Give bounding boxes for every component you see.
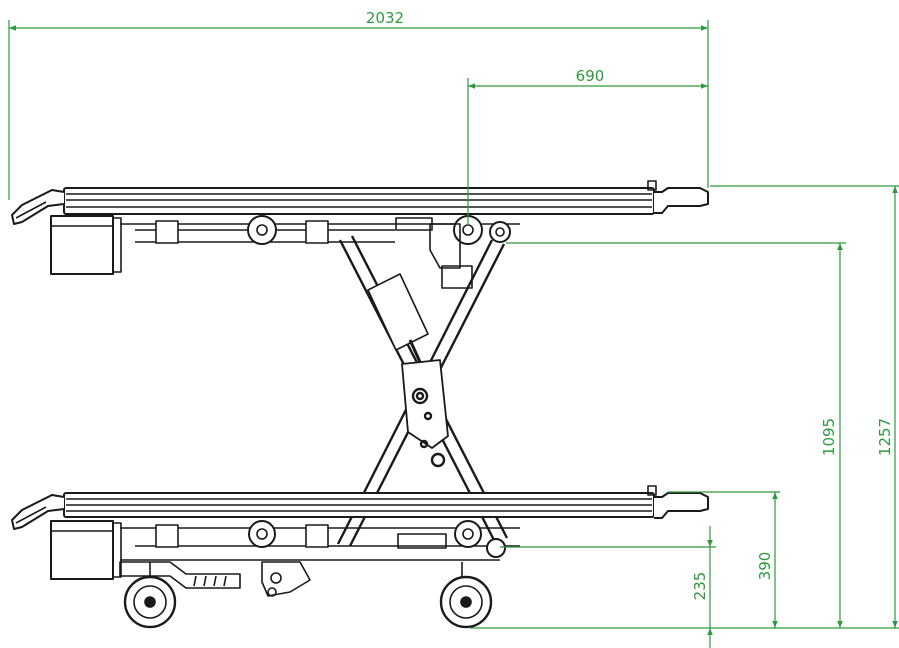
trolley-drawing — [11, 180, 709, 629]
scissor-lift — [336, 235, 509, 547]
caster-wheels — [123, 575, 493, 629]
dimension-lines — [8, 20, 899, 648]
dim-lift-height: 1095 — [820, 418, 838, 456]
dim-overall-length: 2032 — [366, 9, 404, 27]
lower-tray — [11, 485, 709, 597]
upper-tray — [11, 180, 709, 289]
dim-upper-section-length: 690 — [576, 67, 605, 85]
dim-base-height: 235 — [691, 572, 709, 601]
dim-min-height: 390 — [756, 552, 774, 581]
dimension-labels: 2032 690 1257 1095 390 235 — [366, 9, 894, 600]
dim-max-height: 1257 — [876, 418, 894, 456]
